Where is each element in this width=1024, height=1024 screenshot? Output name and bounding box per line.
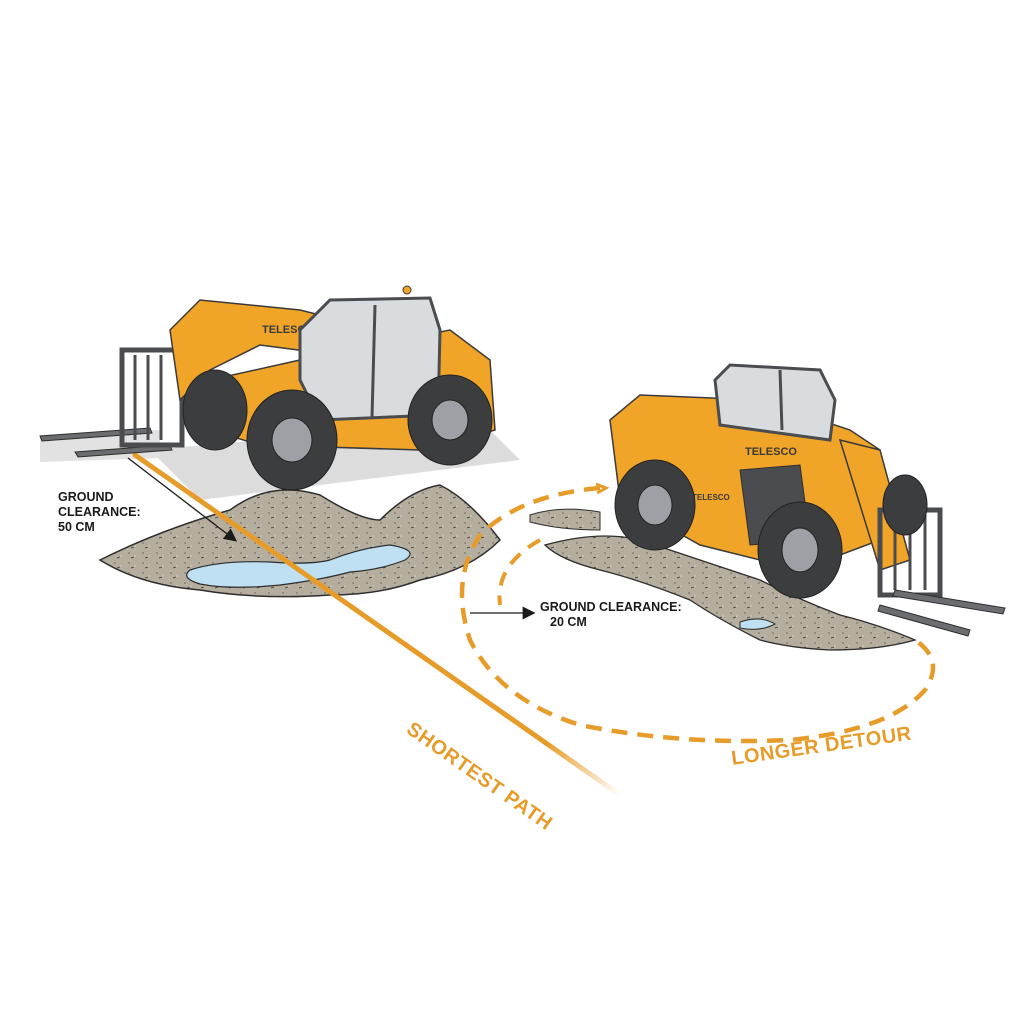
left-telehandler: TELESCO	[39, 285, 496, 491]
left-forks	[39, 347, 185, 458]
right-clearance-line1: GROUND CLEARANCE:	[540, 600, 682, 614]
right-clearance-value: 20 CM	[550, 615, 587, 629]
left-wheels	[182, 369, 493, 491]
left-clearance-line1: GROUND	[58, 490, 114, 504]
right-gravel-ridge	[529, 508, 917, 651]
shortest-path-line	[132, 452, 623, 798]
detour-inner-dash	[497, 538, 541, 606]
left-gravel-mound	[98, 484, 501, 598]
left-clearance-arrow	[127, 457, 238, 542]
water-puddle	[186, 544, 411, 588]
svg-text:TELESCO: TELESCO	[745, 446, 797, 458]
detour-path-line	[459, 485, 936, 744]
right-wheels	[614, 459, 928, 599]
svg-text:TELESCO: TELESCO	[692, 493, 730, 502]
left-clearance-label: GROUND CLEARANCE: 50 CM	[58, 490, 141, 535]
right-clearance-label: GROUND CLEARANCE: 20 CM	[540, 600, 682, 630]
left-clearance-value: 50 CM	[58, 520, 95, 534]
right-telehandler: TELESCO TELESCO	[609, 363, 1006, 637]
left-clearance-line2: CLEARANCE:	[58, 505, 141, 519]
